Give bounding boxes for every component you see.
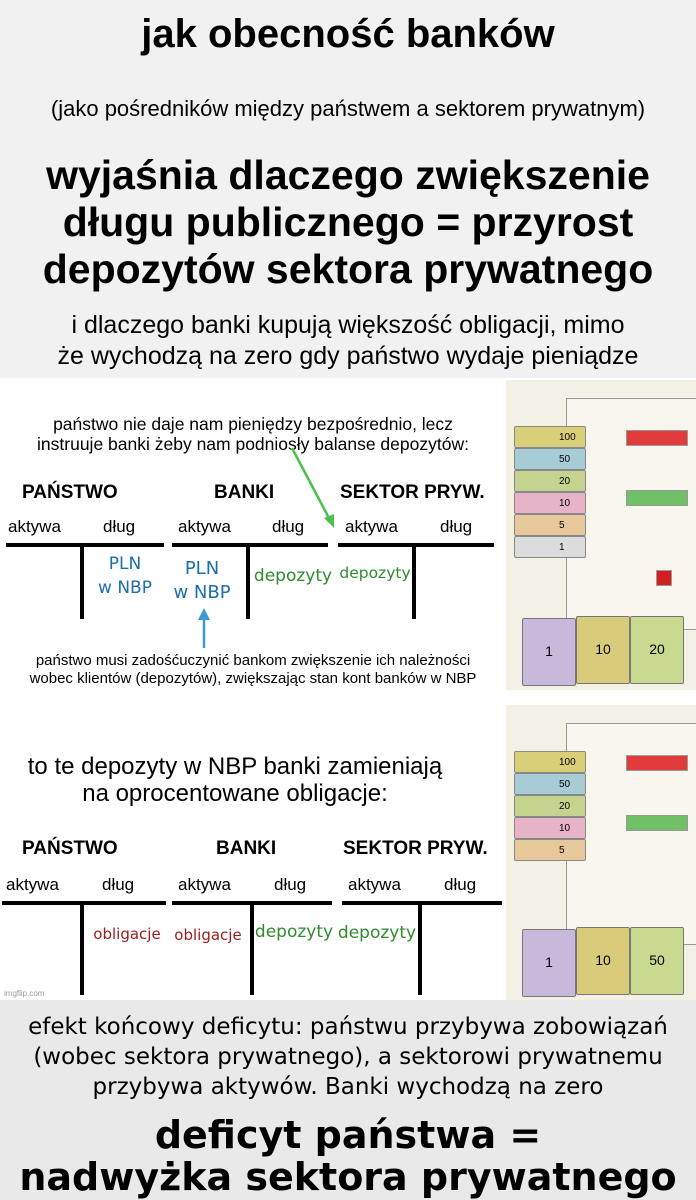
bank-debt-label: dług [272,517,305,536]
summary-line-2: (wobec sektora prywatnego), a sektorowi … [33,1044,663,1070]
question: i dlaczego banki kupują większość obliga… [0,310,696,372]
summary-line-1: efekt końcowy deficytu: państwu przybywa… [28,1014,668,1040]
headline: wyjaśnia dlaczego zwiększenie długu publ… [0,152,696,293]
bank-t-account-divider-2 [250,901,254,995]
headline-line-1: wyjaśnia dlaczego zwiększenie [46,152,650,198]
bank-assets-line-1: PLN [184,558,220,579]
big-bill-50-2: 50 [630,927,684,995]
bank-debt-label-2: dług [274,875,307,894]
top-panel [0,0,696,378]
state-debt-pln-nbp: PLN w NBP [84,552,166,600]
state-t-account-top-2 [2,901,166,905]
state-debt-line-2: w NBP [98,578,152,598]
state-debt-line-1: PLN [108,554,142,574]
green-arrow [290,447,334,528]
column-header-banks: BANKI [214,482,275,503]
section-1-footnote: państwo musi zadośćuczynić bankom zwięks… [0,652,506,688]
bank-t-account-divider [246,543,250,619]
board-red-strip-2 [626,755,688,771]
bottom-panel [0,1000,696,1200]
blue-arrow [198,608,210,648]
bank-assets-label-2: aktywa [178,875,231,894]
bill-10: 10 [514,492,586,514]
state-t-account-top [6,543,164,547]
private-t-account-divider [412,543,416,619]
bill-10-2: 10 [514,817,586,839]
big-bill-20: 20 [630,616,684,684]
section-2-note-line-2: na oprocentowane obligacje: [82,780,388,807]
state-assets-label-2: aktywa [6,875,59,894]
conclusion-line-1: deficyt państwa = [154,1113,542,1157]
state-debt-label-2: dług [102,875,135,894]
board-red-house [656,570,672,586]
column-header-private-2: SEKTOR PRYW. [343,838,488,859]
private-t-account-top [338,543,494,547]
big-bill-10: 10 [576,616,630,684]
bill-5-2: 5 [514,839,586,861]
bill-100-2: 100 [514,751,586,773]
monopoly-board-photo-2: 100 50 20 10 5 1 10 50 [506,705,696,1000]
column-header-banks-2: BANKI [216,838,277,859]
board-green-strip-2 [626,815,688,831]
question-line-1: i dlaczego banki kupują większość obliga… [71,311,625,339]
summary-line-3: przybywa aktywów. Banki wychodzą na zero [92,1074,604,1100]
private-t-account-top-2 [342,901,502,905]
section-1-diagram: państwo nie daje nam pieniędzy bezpośred… [0,380,506,690]
watermark: imgflip.com [4,989,45,998]
bill-100: 100 [514,426,586,448]
bill-20-2: 20 [514,795,586,817]
state-assets-label: aktywa [8,517,61,536]
bill-20: 20 [514,470,586,492]
conclusion: deficyt państwa = nadwyżka sektora prywa… [0,1114,696,1198]
section-1-arrows [198,447,334,648]
section-1-footnote-line-2: wobec klientów (depozytów), zwiększając … [29,670,477,687]
monopoly-board-photo-1: 100 50 20 10 5 1 1 10 20 [506,380,696,690]
bank-debt-deposits-2: depozyty [254,922,334,942]
summary: efekt końcowy deficytu: państwu przybywa… [0,1012,696,1102]
bill-50-2: 50 [514,773,586,795]
section-1-note-line-2: instruuje banki żeby nam podniosły balan… [37,434,469,454]
section-1-note: państwo nie daje nam pieniędzy bezpośred… [0,414,506,454]
bill-50: 50 [514,448,586,470]
question-line-2: że wychodzą na zero gdy państwo wydaje p… [57,342,639,370]
section-1-footnote-line-1: państwo musi zadośćuczynić bankom zwięks… [35,652,471,669]
state-debt-bonds: obligacje [93,925,161,943]
bank-assets-pln-nbp: PLN w NBP [160,557,244,605]
state-t-account-divider [80,543,84,619]
section-2-note-line-1: to te depozyty w NBP banki zamieniają [27,753,443,780]
state-debt-label: dług [103,517,136,536]
bank-debt-deposits: depozyty [253,566,333,586]
headline-line-3: depozytów sektora prywatnego [42,246,654,292]
column-header-private: SEKTOR PRYW. [340,482,485,503]
headline-line-2: długu publicznego = przyrost [62,199,634,245]
board-green-strip [626,490,688,506]
bank-assets-bonds: obligacje [174,926,242,944]
big-bill-10-2: 10 [576,927,630,995]
board-red-strip [626,430,688,446]
bank-assets-line-2: w NBP [173,582,231,603]
subtitle: (jako pośredników między państwem a sekt… [50,96,646,121]
private-assets-deposits-2: depozyty [337,923,417,943]
bank-assets-label: aktywa [178,517,231,536]
private-assets-label-2: aktywa [348,875,401,894]
bill-1: 1 [514,536,586,558]
big-bill-1: 1 [522,618,576,686]
big-bill-1-2: 1 [522,929,576,997]
private-t-account-divider-2 [418,901,422,995]
conclusion-line-2: nadwyżka sektora prywatnego [19,1155,677,1199]
section-1-note-line-1: państwo nie daje nam pieniędzy bezpośred… [53,414,453,434]
section-2-note: to te depozyty w NBP banki zamieniają na… [0,753,470,807]
private-debt-label-2: dług [444,875,477,894]
private-debt-label: dług [440,517,473,536]
column-header-state: PAŃSTWO [22,482,118,503]
bank-t-account-top [172,543,328,547]
column-header-state-2: PAŃSTWO [22,838,118,859]
private-assets-deposits: depozyty [339,564,411,582]
private-assets-label: aktywa [345,517,398,536]
section-2-diagram: to te depozyty w NBP banki zamieniają na… [0,705,506,1000]
main-title: jak obecność banków [141,12,555,56]
bill-5: 5 [514,514,586,536]
state-t-account-divider-2 [80,901,84,995]
